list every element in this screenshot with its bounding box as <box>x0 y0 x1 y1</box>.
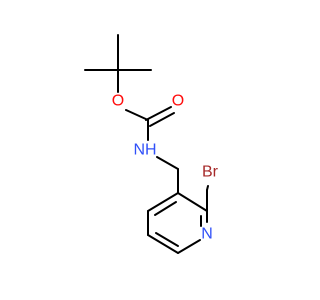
molecule-diagram: O O NH Br N <box>84 34 219 254</box>
pyridine-nitrogen-label: N <box>201 226 213 243</box>
ring-bond-c4-c3 <box>147 192 179 212</box>
ring-bond-n-c6 <box>177 239 201 254</box>
amine-nitrogen-label: NH <box>133 142 156 159</box>
ring-bond-c6-c5 <box>147 234 179 254</box>
ring-inner-double-c5-c6 <box>155 232 179 247</box>
bond-ester-o-to-carbonyl-c <box>125 109 149 121</box>
ring-inner-double-c3-c4 <box>154 201 177 216</box>
ester-oxygen-label: O <box>112 93 124 110</box>
carbonyl-oxygen-label: O <box>172 93 184 110</box>
bond-ring-to-br-end <box>206 185 209 191</box>
bromine-label: Br <box>202 164 219 181</box>
bond-carbonyl-double-1 <box>145 106 172 121</box>
ring-bond-c3-c2 <box>177 192 208 212</box>
bond-carbonyl-double-2 <box>149 112 175 127</box>
bond-nh-to-ch2 <box>156 156 179 170</box>
chemical-structure-canvas: O O NH Br N <box>84 34 219 254</box>
